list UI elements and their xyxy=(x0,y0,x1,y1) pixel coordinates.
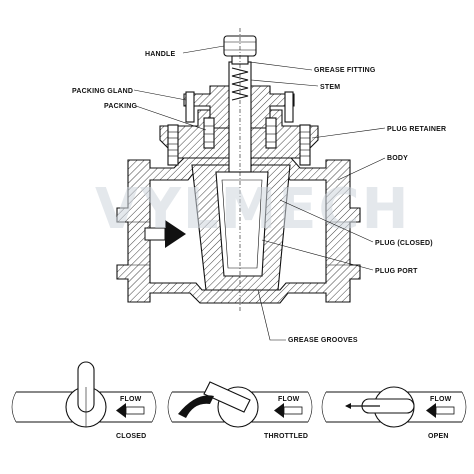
closed-flow-label: FLOW xyxy=(120,396,142,403)
retainer-bolts xyxy=(167,124,311,166)
valve-section xyxy=(116,28,361,312)
throttled-curved-arrow xyxy=(178,395,214,418)
throttled-handle xyxy=(203,381,251,413)
label-packing: PACKING xyxy=(104,103,138,110)
label-grease-grooves: GREASE GROOVES xyxy=(288,337,358,344)
label-plug-retainer: PLUG RETAINER xyxy=(387,126,446,133)
label-stem: STEM xyxy=(320,84,340,91)
labels: HANDLE GREASE FITTING STEM PACKING GLAND… xyxy=(72,45,446,344)
throttled-flow-arrow xyxy=(274,403,303,418)
closed-state-label: CLOSED xyxy=(116,433,146,440)
label-plug-closed: PLUG (CLOSED) xyxy=(375,240,433,247)
grease-fitting xyxy=(231,67,249,101)
label-packing-gland: PACKING GLAND xyxy=(72,88,133,95)
position-throttled: FLOW THROTTLED xyxy=(167,381,313,440)
label-plug-port: PLUG PORT xyxy=(375,268,418,275)
label-body: BODY xyxy=(387,155,408,162)
position-closed: FLOW CLOSED xyxy=(11,361,157,440)
closed-flow-arrow xyxy=(116,403,145,418)
packing xyxy=(203,117,277,149)
open-state-label: OPEN xyxy=(428,433,449,440)
open-flow-arrow xyxy=(426,403,455,418)
throttled-state-label: THROTTLED xyxy=(264,433,308,440)
watermark: VYLMECH xyxy=(95,177,411,242)
throttled-flow-label: FLOW xyxy=(278,396,300,403)
label-handle: HANDLE xyxy=(145,51,175,58)
position-open: FLOW OPEN xyxy=(321,386,467,440)
label-grease-fitting: GREASE FITTING xyxy=(314,67,376,74)
flow-arrow xyxy=(144,220,186,248)
open-flow-label: FLOW xyxy=(430,396,452,403)
